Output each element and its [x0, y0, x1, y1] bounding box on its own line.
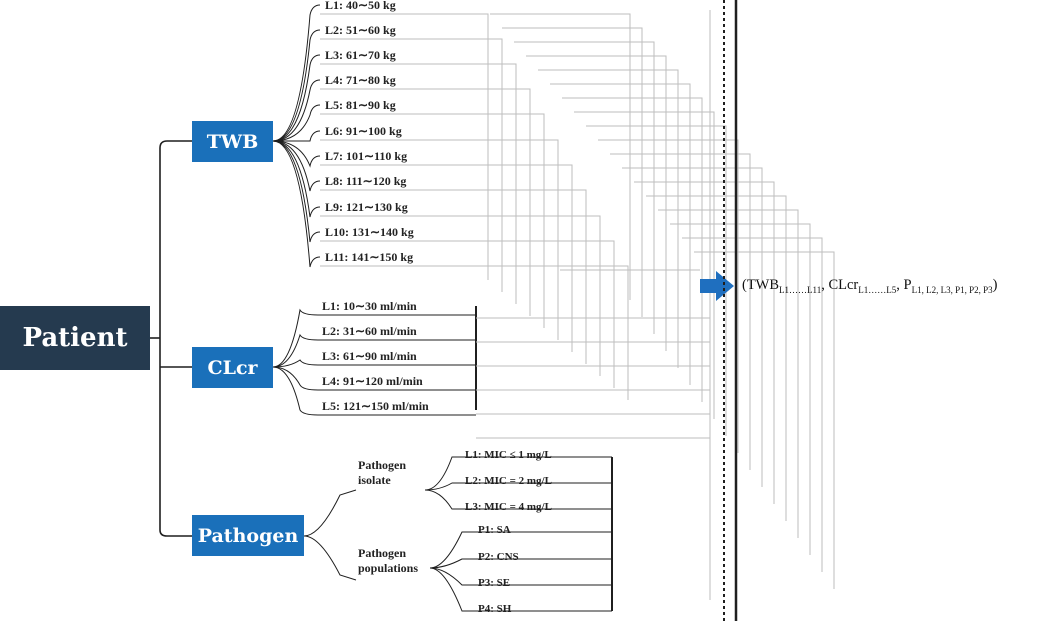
combo-twb-4	[410, 88, 531, 316]
twb-branch-2	[272, 29, 321, 142]
combo-path-3	[514, 41, 655, 334]
combo-twb-8	[425, 189, 587, 364]
combo-twb-6	[425, 139, 559, 340]
clcr-level-3: L3: 61∼90 ml/min	[322, 349, 417, 363]
isolate-level-2: L2: MIC = 2 mg/L	[465, 475, 552, 487]
formula-p-sub: L1, L2, L3, P1, P2, P3	[911, 284, 993, 295]
population-level-4: P4: SH	[478, 603, 512, 615]
twb-branch-8	[272, 140, 321, 192]
combo-path-10	[598, 139, 739, 453]
twb-label: TWB	[206, 130, 259, 153]
combo-path-12	[622, 167, 763, 487]
formula-twb-sub: L1……L11	[779, 284, 822, 295]
combo-twb-10	[430, 240, 615, 388]
population-level-3: P3: SE	[478, 577, 511, 589]
pathogen-branch-populations	[303, 535, 357, 581]
patient-label: Patient	[22, 323, 128, 353]
twb-branch-3	[272, 54, 321, 142]
combo-path-13	[634, 181, 775, 504]
twb-branch-6	[272, 130, 321, 142]
combo-path-5	[538, 69, 679, 368]
combo-path-1	[490, 13, 631, 300]
combo-twb-5	[410, 113, 545, 328]
pathogen-node: Pathogen	[192, 515, 304, 556]
pathogen-populations-label: Pathogen populations	[358, 546, 419, 575]
twb-level-4: L4: 71∼80 kg	[325, 73, 396, 87]
clcr-branch-5	[272, 366, 319, 416]
clcr-branch-2	[272, 333, 319, 368]
isolate-branch-3	[424, 489, 612, 510]
clcr-level-1: L1: 10∼30 ml/min	[322, 299, 417, 313]
clcr-branch-3	[272, 359, 319, 368]
twb-level-2: L2: 51∼60 kg	[325, 23, 396, 37]
arrow-right-icon	[700, 271, 734, 301]
formula-close: )	[992, 277, 998, 293]
twb-level-5: L5: 81∼90 kg	[325, 98, 396, 112]
combo-twb-7	[425, 164, 573, 352]
clcr-branch-1	[272, 308, 319, 368]
combo-twb-9	[425, 215, 601, 376]
clcr-level-4: L4: 91∼120 ml/min	[322, 374, 423, 388]
twb-branch-9	[272, 140, 321, 218]
twb-level-10: L10: 131∼140 kg	[325, 225, 414, 239]
twb-branch-11	[272, 140, 321, 268]
pathogen-label: Pathogen	[197, 524, 299, 547]
patient-node: Patient	[0, 306, 150, 370]
twb-branch-7	[272, 140, 321, 168]
twb-branch-4	[272, 79, 321, 142]
combo-twb-2	[410, 38, 503, 292]
combo-twb-3	[410, 63, 517, 304]
twb-branch-5	[272, 104, 321, 142]
combo-path-7	[562, 97, 703, 402]
isolate-level-1: L1: MIC ≤ 1 mg/L	[465, 449, 552, 461]
twb-level-9: L9: 121∼130 kg	[325, 200, 408, 214]
combo-path-8	[574, 111, 715, 419]
pathogen-isolate-label: Pathogen isolate	[358, 458, 406, 487]
combo-path-4	[526, 55, 667, 351]
population-level-2: P2: CNS	[478, 551, 519, 563]
isolate-level-3: L3: MIC = 4 mg/L	[465, 501, 552, 513]
combo-path-2	[502, 27, 643, 317]
twb-level-7: L7: 101∼110 kg	[325, 149, 408, 163]
twb-level-1: L1: 40∼50 kg	[325, 0, 396, 12]
population-branch-2	[429, 558, 612, 569]
combo-path-6	[550, 83, 691, 385]
combo-path-9	[586, 125, 727, 436]
twb-level-11: L11: 141∼150 kg	[325, 250, 414, 264]
combo-path-16	[670, 223, 811, 555]
population-branch-3	[429, 567, 612, 586]
combo-path-18	[694, 251, 835, 589]
clcr-level-5: L5: 121∼150 ml/min	[322, 399, 429, 413]
combo-twb-1	[410, 13, 489, 280]
formula-sep1: , CLcr	[821, 277, 859, 293]
twb-branch-1	[272, 4, 321, 142]
twb-branch-10	[272, 140, 321, 243]
category-bracket	[159, 140, 192, 537]
clcr-level-2: L2: 31∼60 ml/min	[322, 324, 417, 338]
twb-node: TWB	[192, 121, 273, 162]
formula-open: (TWB	[742, 277, 780, 293]
clcr-label: CLcr	[207, 356, 258, 379]
population-branch-1	[429, 531, 612, 569]
formula-sep2: , P	[896, 277, 912, 293]
combo-path-14	[646, 195, 787, 521]
combination-formula: (TWBL1……L11, CLcrL1……L5, PL1, L2, L3, P1…	[742, 277, 997, 295]
combo-path-17	[682, 237, 823, 572]
combo-path-15	[658, 209, 799, 538]
clcr-branch-4	[272, 366, 319, 391]
combo-twb-11	[430, 265, 629, 400]
formula-clcr-sub: L1……L5	[858, 284, 897, 295]
twb-level-6: L6: 91∼100 kg	[325, 124, 402, 138]
twb-level-3: L3: 61∼70 kg	[325, 48, 396, 62]
pathogen-branch-isolate	[303, 489, 357, 537]
combo-path-11	[610, 153, 751, 470]
population-branch-4	[429, 567, 612, 612]
clcr-node: CLcr	[192, 347, 273, 388]
twb-level-8: L8: 111∼120 kg	[325, 174, 407, 188]
population-level-1: P1: SA	[478, 524, 511, 536]
